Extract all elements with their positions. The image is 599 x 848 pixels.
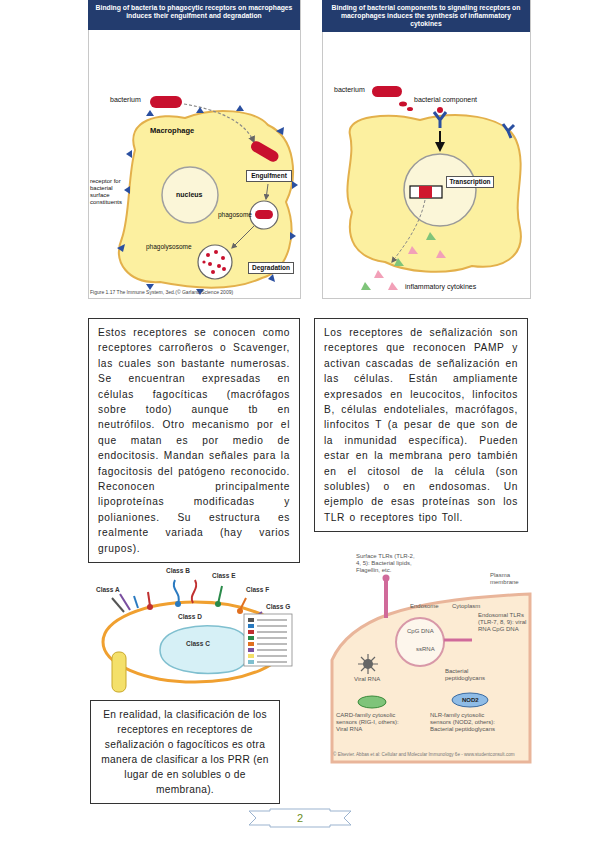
figure-label: NOD2: [462, 697, 479, 704]
node-text: Estos receptores se conocen como recepto…: [98, 325, 290, 556]
figure-label: Class E: [212, 572, 236, 580]
figure-label: Bacterial peptidoglycans: [445, 668, 497, 682]
figure-label: Class A: [96, 586, 120, 594]
scavenger-classes-figure: [103, 580, 292, 692]
figure-label: CARD-family cytosolic sensors (RIG-I, ot…: [336, 712, 402, 733]
figure-label: inflammatory cytokines: [405, 283, 476, 291]
innate-sensors-figure: [332, 575, 530, 763]
figure-label: NLR-family cytosolic sensors (NOD2, othe…: [430, 712, 496, 733]
figure-label: bacterium: [110, 96, 141, 104]
figure-label: Endosome: [410, 603, 439, 610]
figure-label: CpG DNA: [407, 628, 434, 635]
figure-label: Class G: [266, 603, 290, 611]
figure-credit: Figure 1.17 The Immune System, 3ed.(© Ga…: [90, 290, 233, 296]
step-tag: Engulfment: [246, 170, 292, 182]
figure-label: Macrophage: [150, 127, 194, 136]
figure-label: Plasma membrane: [490, 572, 528, 586]
node-text: Binding of bacteria to phagocytic recept…: [94, 4, 294, 20]
figure-label: Surface TLRs (TLR-2, 4, 5): Bacterial li…: [356, 553, 418, 574]
node-text: Engulfment: [249, 172, 289, 180]
figure-label: receptor for bacterial surface constitue…: [90, 178, 128, 206]
text-box: Los receptores de señalización son recep…: [314, 318, 528, 532]
figure-label: Class D: [178, 613, 202, 621]
process-tag: Transcription: [446, 176, 494, 188]
figure-label: ssRNA: [416, 646, 435, 653]
figure-label: nucleus: [176, 191, 202, 199]
step-tag: Degradation: [248, 262, 294, 274]
figure-label: bacterial component: [414, 96, 477, 104]
node-text: Los receptores de señalización son recep…: [324, 325, 518, 525]
signaling-figure: [323, 1, 531, 299]
figure-label: phagosome: [218, 211, 252, 219]
node-text: Binding of bacterial components to signa…: [328, 4, 524, 28]
figure-label: Class B: [166, 567, 190, 575]
figure-label: Endosomal TLRs (TLR-7, 8, 9): viral RNA …: [478, 612, 528, 633]
node-text: Degradation: [251, 264, 291, 272]
figure-label: Cytoplasm: [452, 603, 480, 610]
figure-title-band: Binding of bacteria to phagocytic recept…: [88, 0, 300, 30]
figure-label: bacterium: [334, 86, 365, 94]
figure-label: Class F: [246, 586, 269, 594]
node-text: 2: [248, 808, 352, 828]
figure-label: Class C: [186, 640, 210, 648]
figure-label: phagolysosome: [146, 243, 192, 251]
phagocytosis-figure: [89, 1, 301, 299]
note-box: En realidad, la clasificación de los rec…: [90, 700, 280, 804]
figure-label: Viral RNA: [354, 676, 380, 683]
node-text: En realidad, la clasificación de los rec…: [99, 707, 271, 797]
text-box: Estos receptores se conocen como recepto…: [88, 318, 300, 563]
figure-credit: © Elsevier. Abbas et al: Cellular and Mo…: [333, 752, 529, 757]
node-text: Transcription: [449, 178, 491, 186]
page-number-ribbon: 2: [248, 808, 352, 828]
figure-title-band: Binding of bacterial components to signa…: [322, 0, 530, 32]
